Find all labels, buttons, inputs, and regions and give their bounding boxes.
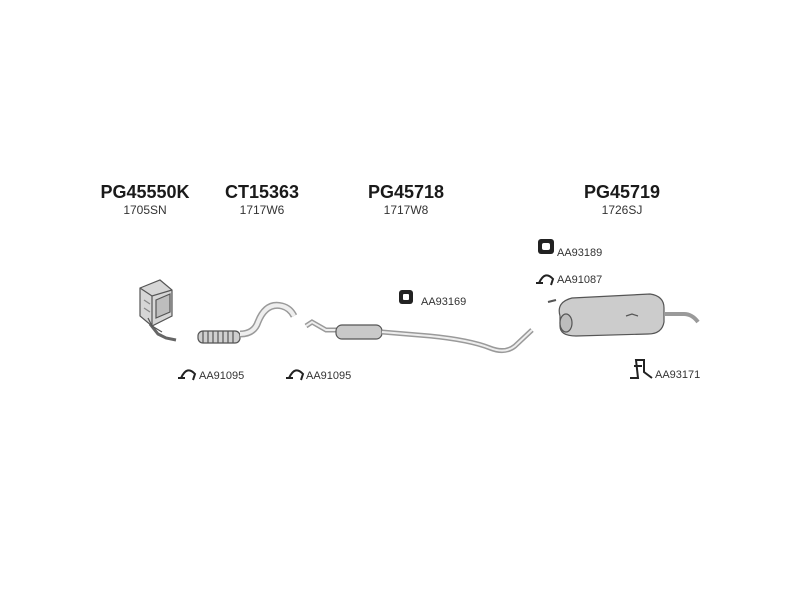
accessory-code-pipe-clamp-front: AA91095 xyxy=(199,370,245,382)
pipe-clamp-icon xyxy=(286,369,305,381)
rubber-hanger-icon xyxy=(538,239,554,254)
part-code-rear-silencer: PG45719 xyxy=(583,182,661,202)
middle-pipe-drawing xyxy=(304,319,534,354)
oem-code-flex-pipe: 1717W6 xyxy=(239,203,285,217)
accessory-code-rubber-mount: AA93169 xyxy=(421,296,467,308)
oem-code-middle-pipe: 1717W8 xyxy=(383,203,429,217)
rear-silencer-drawing xyxy=(547,293,700,337)
accessory-code-rubber-hanger: AA93189 xyxy=(557,247,603,259)
bracket-icon xyxy=(630,359,653,379)
pipe-clamp-icon xyxy=(536,274,555,286)
accessory-code-pipe-clamp-rear: AA91087 xyxy=(557,274,603,286)
accessory-code-bracket: AA93171 xyxy=(655,369,701,381)
oem-code-catalytic-converter: 1705SN xyxy=(123,203,167,217)
catalytic-converter-drawing xyxy=(139,279,177,342)
flex-pipe-drawing xyxy=(197,301,298,344)
part-code-middle-pipe: PG45718 xyxy=(367,182,445,202)
oem-code-rear-silencer: 1726SJ xyxy=(601,203,643,217)
accessory-code-pipe-clamp-middle: AA91095 xyxy=(306,370,352,382)
part-code-catalytic-converter: PG45550K xyxy=(100,182,190,202)
rubber-mount-icon xyxy=(399,290,413,304)
part-code-flex-pipe: CT15363 xyxy=(224,182,300,202)
pipe-clamp-icon xyxy=(178,369,197,381)
